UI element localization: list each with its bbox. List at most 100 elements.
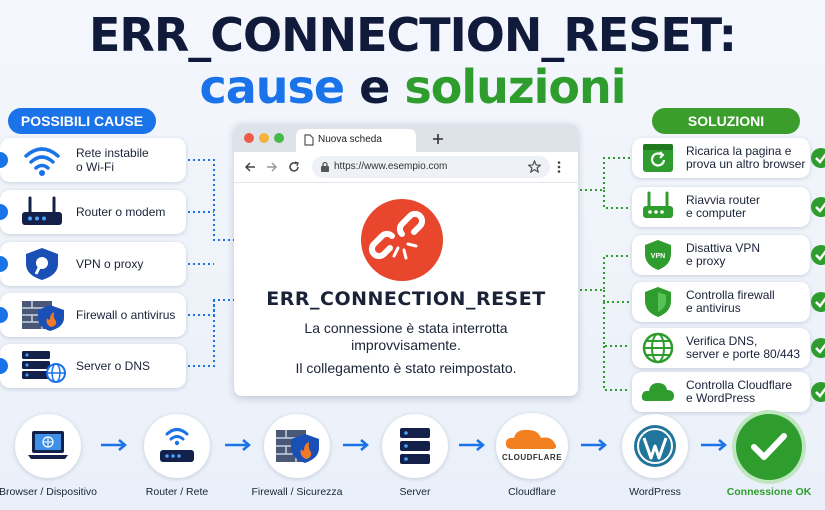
cause-bullet — [0, 307, 8, 323]
wifi-icon — [14, 142, 70, 178]
arrow-right-icon — [343, 439, 369, 451]
flow-label: Cloudflare — [508, 486, 556, 498]
solution-label: Verifica DNS,server e porte 80/443 — [686, 334, 801, 361]
arrow-right-icon — [701, 439, 727, 451]
browser-tab[interactable]: Nuova scheda — [296, 129, 416, 152]
vpn-shield-icon: VPN — [640, 238, 676, 272]
page-icon — [304, 134, 314, 146]
new-tab-icon[interactable] — [432, 133, 444, 145]
cause-label: Server o DNS — [76, 359, 151, 373]
check-icon — [811, 382, 825, 402]
shield-icon — [640, 285, 676, 319]
cause-bullet — [0, 152, 8, 168]
check-icon — [811, 338, 825, 358]
star-icon[interactable] — [528, 160, 541, 173]
check-icon — [811, 245, 825, 265]
laptop-icon — [28, 431, 68, 459]
causes-header: POSSIBILI CAUSE — [8, 108, 156, 134]
globe-icon — [640, 331, 676, 365]
cause-bullet — [0, 358, 8, 374]
error-title: ERR_CONNECTION_RESET — [266, 288, 546, 310]
check-icon — [811, 292, 825, 312]
solution-card-dns: Verifica DNS,server e porte 80/443 — [632, 328, 810, 368]
cloudflare-logo-text: CLOUDFLARE — [501, 453, 563, 462]
arrow-right-icon — [225, 439, 251, 451]
refresh-browser-icon — [640, 141, 676, 175]
cause-label: VPN o proxy — [76, 257, 144, 271]
router-icon — [14, 194, 70, 230]
solutions-header: SOLUZIONI — [652, 108, 800, 134]
check-icon — [751, 433, 787, 460]
tab-bar: Nuova scheda — [234, 124, 578, 152]
flow-ok-node — [736, 414, 802, 480]
flow-label: Firewall / Sicurezza — [251, 486, 343, 498]
cause-card-router: Router o modem — [0, 190, 186, 234]
menu-icon[interactable] — [556, 160, 562, 174]
server-icon — [400, 428, 430, 464]
page-title: ERR_CONNECTION_RESET: cause e soluzioni — [0, 8, 825, 112]
tab-title: Nuova scheda — [318, 134, 382, 145]
cause-card-firewall: Firewall o antivirus — [0, 293, 186, 337]
address-bar: https://www.esempio.com — [234, 152, 578, 183]
title-line-2: cause e soluzioni — [0, 62, 825, 112]
cause-card-vpn: VPN o proxy — [0, 242, 186, 286]
title-line-1: ERR_CONNECTION_RESET: — [88, 8, 737, 62]
flow-firewall-node — [264, 414, 330, 478]
firewall-icon — [276, 430, 319, 463]
forward-icon[interactable] — [266, 161, 278, 173]
error-message: La connessione è stata interrotta improv… — [295, 320, 517, 376]
wordpress-icon — [634, 425, 676, 467]
lock-icon — [321, 161, 329, 172]
router-icon — [160, 428, 194, 462]
title-word-cause: cause — [199, 60, 345, 114]
flow-label: Browser / Dispositivo — [0, 486, 98, 498]
flow-browser-node — [15, 414, 81, 478]
flow-server-node — [382, 414, 448, 478]
svg-text:VPN: VPN — [651, 253, 665, 260]
flow-router-node — [144, 414, 210, 478]
flow-cloudflare-node: CLOUDFLARE — [496, 413, 568, 479]
cause-bullet — [0, 256, 8, 272]
broken-link-icon — [361, 199, 443, 281]
check-icon — [811, 197, 825, 217]
maximize-window-dot[interactable] — [274, 133, 284, 143]
back-icon[interactable] — [244, 161, 256, 173]
arrow-right-icon — [459, 439, 485, 451]
cause-bullet — [0, 204, 8, 220]
server-icon — [14, 348, 70, 384]
arrow-right-icon — [581, 439, 607, 451]
url-text: https://www.esempio.com — [334, 161, 448, 172]
title-word-soluzioni: soluzioni — [404, 60, 626, 114]
firewall-icon — [14, 297, 70, 333]
flow-label: WordPress — [629, 486, 681, 498]
title-word-e: e — [359, 60, 390, 114]
vpn-shield-icon — [14, 246, 70, 282]
flow-label: Server — [399, 486, 431, 498]
router-icon — [640, 190, 676, 224]
cause-card-server: Server o DNS — [0, 344, 186, 388]
flow-label: Router / Rete — [145, 486, 209, 498]
flow-wordpress-node — [622, 414, 688, 478]
check-icon — [811, 148, 825, 168]
flow-label: Connessione OK — [726, 486, 812, 498]
cause-label: Firewall o antivirus — [76, 308, 176, 322]
browser-window: Nuova scheda https://www.esempio.com ERR — [234, 124, 578, 396]
minimize-window-dot[interactable] — [259, 133, 269, 143]
close-window-dot[interactable] — [244, 133, 254, 143]
cloud-icon — [640, 375, 676, 409]
url-field[interactable]: https://www.esempio.com — [312, 156, 550, 178]
reload-icon[interactable] — [288, 161, 300, 173]
arrow-right-icon — [101, 439, 127, 451]
